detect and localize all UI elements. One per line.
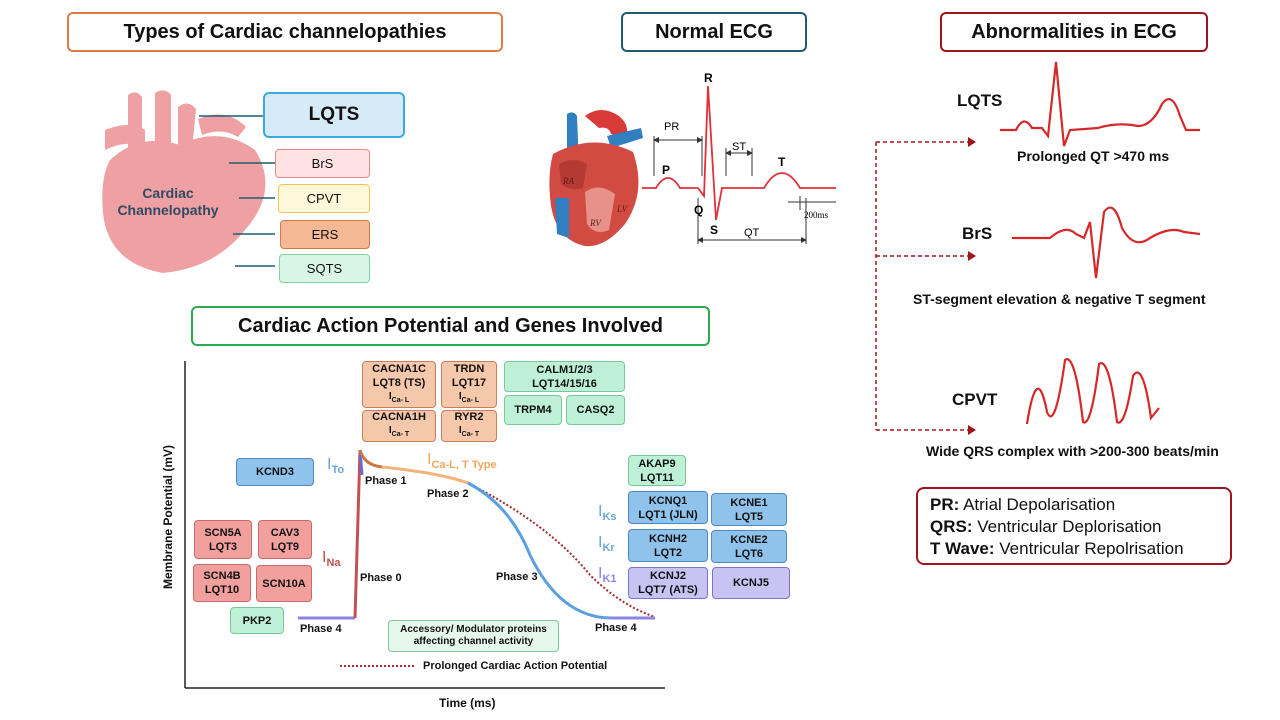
gene-casq2: CASQ2	[566, 395, 625, 425]
svg-text:RA: RA	[562, 176, 574, 186]
ecg-legend-box: PR: Atrial Depolarisation QRS: Ventricul…	[916, 487, 1232, 565]
normal-ecg-title: Normal ECG	[621, 12, 807, 52]
x-axis-label: Time (ms)	[439, 696, 496, 710]
abnormal-connector	[875, 137, 976, 435]
abnormal-cpvt-desc: Wide QRS complex with >200-300 beats/min	[926, 443, 1219, 459]
current-ina: INa	[322, 549, 341, 570]
phase-2-label: Phase 2	[427, 488, 469, 500]
current-ik1: IK1	[598, 565, 617, 586]
gene-ryr2: RYR2 ICa- T	[441, 410, 497, 442]
ecg-st-label: ST	[732, 141, 746, 153]
types-title: Types of Cardiac channelopathies	[67, 12, 503, 52]
type-cpvt: CPVT	[278, 184, 370, 213]
phase-4-left-label: Phase 4	[300, 623, 342, 635]
type-lqts: LQTS	[263, 92, 405, 138]
phase-0-label: Phase 0	[360, 572, 402, 584]
current-iks: IKs	[598, 503, 617, 524]
action-potential-title: Cardiac Action Potential and Genes Invol…	[191, 306, 710, 346]
current-ito: ITo	[327, 456, 345, 477]
y-axis-label: Membrane Potential (mV)	[161, 444, 175, 590]
normal-ecg-trace: R P Q S T PR ST QT 200ms	[642, 71, 836, 244]
type-brs: BrS	[275, 149, 370, 178]
cpvt-ecg-trace	[1025, 358, 1160, 425]
gene-pkp2: PKP2	[230, 607, 284, 634]
abnormal-brs-desc: ST-segment elevation & negative T segmen…	[913, 291, 1206, 307]
legend-qrs: QRS: Ventricular Deplorisation	[930, 517, 1162, 536]
abnormal-ecg-title: Abnormalities in ECG	[940, 12, 1208, 52]
type-sqts: SQTS	[279, 254, 370, 283]
legend-twave: T Wave: Ventricular Repolrisation	[930, 539, 1184, 558]
phase-4-right-label: Phase 4	[595, 622, 637, 634]
gene-trpm4: TRPM4	[504, 395, 562, 425]
type-ers: ERS	[280, 220, 370, 249]
gene-scn10a: SCN10A	[256, 565, 312, 602]
ecg-r-label: R	[704, 71, 713, 85]
anatomical-heart-icon: RA RV LV	[549, 110, 643, 247]
ecg-t-label: T	[778, 155, 786, 169]
gene-cacna1h: CACNA1H ICa- T	[362, 410, 436, 442]
abnormal-lqts-name: LQTS	[957, 91, 1003, 110]
lqts-ecg-trace	[1000, 61, 1200, 147]
ecg-q-label: Q	[694, 203, 703, 217]
ecg-p-label: P	[662, 163, 670, 177]
phase-1-label: Phase 1	[365, 475, 407, 487]
current-ikr: IKr	[598, 534, 615, 555]
legend-pr: PR: Atrial Depolarisation	[930, 495, 1116, 514]
ecg-qt-label: QT	[744, 227, 760, 239]
abnormal-cpvt-name: CPVT	[952, 390, 998, 409]
svg-text:RV: RV	[589, 218, 602, 228]
gene-kcnj5: KCNJ5	[712, 567, 790, 599]
abnormal-lqts-desc: Prolonged QT >470 ms	[1017, 148, 1170, 164]
phase-3-label: Phase 3	[496, 571, 538, 583]
svg-text:LV: LV	[616, 204, 629, 214]
current-ical: ICa-L, T Type	[427, 451, 497, 472]
abnormal-brs-name: BrS	[962, 224, 993, 243]
heart-connectors	[199, 115, 275, 267]
prolonged-ap-legend: Prolonged Cardiac Action Potential	[423, 660, 608, 672]
brs-ecg-trace	[1012, 206, 1201, 279]
heart-label: Cardiac Channelopathy	[117, 185, 219, 218]
action-potential-axes	[184, 361, 665, 689]
ecg-scale-label: 200ms	[804, 210, 829, 220]
ecg-s-label: S	[710, 223, 718, 237]
heart-silhouette-icon	[102, 90, 266, 273]
ecg-pr-label: PR	[664, 121, 679, 133]
gene-kcnd3: KCND3	[236, 458, 314, 486]
